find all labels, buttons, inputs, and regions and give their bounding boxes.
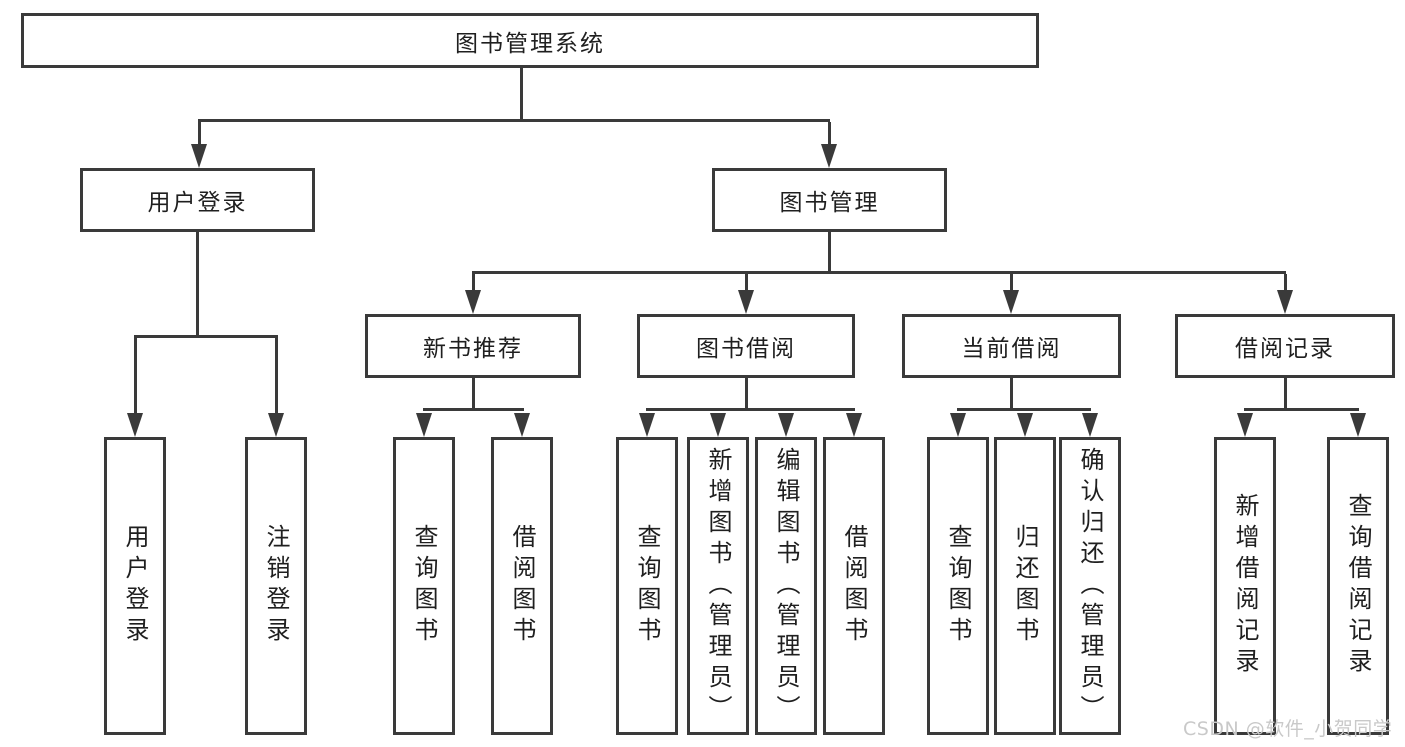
leaf-edit-books-admin: 编辑图书（管理员） [755, 437, 817, 735]
arrowhead-down-icon [639, 413, 655, 437]
arrowhead-down-icon [1350, 413, 1366, 437]
leaf-logout: 注销登录 [245, 437, 307, 735]
arrowhead-down-icon [710, 413, 726, 437]
node-label: 图书管理 [779, 190, 880, 216]
connector-vertical-line [745, 274, 748, 292]
leaf-confirm-return-admin: 确认归还（管理员） [1059, 437, 1121, 735]
connector-vertical-line [196, 232, 199, 336]
connector-horizontal-line [646, 408, 855, 411]
connector-horizontal-line [423, 408, 524, 411]
leaf-label: 查询图书 [944, 524, 972, 648]
node-library-management-system: 图书管理系统 [21, 13, 1039, 68]
leaf-add-borrow-record: 新增借阅记录 [1214, 437, 1276, 735]
node-book-borrowing: 图书借阅 [637, 314, 855, 378]
leaf-query-books: 查询图书 [616, 437, 678, 735]
arrowhead-down-icon [1003, 290, 1019, 314]
connector-vertical-line [745, 378, 748, 410]
arrowhead-down-icon [465, 290, 481, 314]
arrowhead-down-icon [191, 144, 207, 168]
leaf-label: 查询借阅记录 [1344, 493, 1372, 679]
leaf-label: 查询图书 [633, 524, 661, 648]
node-current-borrowing: 当前借阅 [902, 314, 1121, 378]
connector-vertical-line [275, 336, 278, 416]
node-label: 当前借阅 [961, 336, 1062, 362]
connector-vertical-line [1010, 274, 1013, 292]
connector-vertical-line [828, 122, 831, 146]
leaf-add-books-admin: 新增图书（管理员） [687, 437, 749, 735]
arrowhead-down-icon [1277, 290, 1293, 314]
leaf-return-books: 归还图书 [994, 437, 1056, 735]
leaf-query-borrow-record: 查询借阅记录 [1327, 437, 1389, 735]
leaf-label: 确认归还（管理员） [1076, 446, 1104, 726]
leaf-label: 新增借阅记录 [1231, 493, 1259, 679]
leaf-label: 新增图书（管理员） [704, 446, 732, 726]
connector-vertical-line [472, 274, 475, 292]
node-label: 用户登录 [147, 190, 248, 216]
connector-vertical-line [134, 336, 137, 416]
arrowhead-down-icon [268, 413, 284, 437]
node-label: 图书借阅 [696, 336, 796, 362]
leaf-label: 用户登录 [121, 524, 149, 648]
arrowhead-down-icon [1017, 413, 1033, 437]
connector-vertical-line [1010, 378, 1013, 410]
leaf-borrow-books: 借阅图书 [823, 437, 885, 735]
connector-horizontal-line [472, 271, 1286, 274]
connector-horizontal-line [957, 408, 1091, 411]
connector-horizontal-line [134, 335, 278, 338]
node-borrowing-records: 借阅记录 [1175, 314, 1395, 378]
arrowhead-down-icon [821, 144, 837, 168]
node-new-book-recommendation: 新书推荐 [365, 314, 581, 378]
connector-vertical-line [472, 378, 475, 410]
arrowhead-down-icon [127, 413, 143, 437]
leaf-label: 借阅图书 [840, 524, 868, 648]
node-label: 借阅记录 [1235, 336, 1335, 362]
connector-vertical-line [1284, 378, 1287, 410]
leaf-user-login: 用户登录 [104, 437, 166, 735]
connector-horizontal-line [1244, 408, 1359, 411]
connector-vertical-line [520, 68, 523, 119]
node-book-management: 图书管理 [712, 168, 947, 232]
leaf-label: 归还图书 [1011, 524, 1039, 648]
arrowhead-down-icon [1082, 413, 1098, 437]
leaf-label: 查询图书 [410, 524, 438, 648]
leaf-query-books: 查询图书 [393, 437, 455, 735]
connector-vertical-line [198, 122, 201, 146]
connector-vertical-line [1284, 274, 1287, 292]
connector-horizontal-line [198, 119, 830, 122]
node-label: 图书管理系统 [455, 30, 605, 57]
arrowhead-down-icon [416, 413, 432, 437]
arrowhead-down-icon [950, 413, 966, 437]
leaf-query-books: 查询图书 [927, 437, 989, 735]
arrowhead-down-icon [514, 413, 530, 437]
leaf-label: 借阅图书 [508, 524, 536, 648]
arrowhead-down-icon [1237, 413, 1253, 437]
arrowhead-down-icon [846, 413, 862, 437]
leaf-label: 注销登录 [262, 524, 290, 648]
node-label: 新书推荐 [423, 336, 523, 362]
arrowhead-down-icon [738, 290, 754, 314]
leaf-label: 编辑图书（管理员） [772, 446, 800, 726]
csdn-watermark: CSDN @软件_小贺同学 [1183, 718, 1393, 740]
connector-vertical-line [828, 232, 831, 274]
node-user-login: 用户登录 [80, 168, 315, 232]
arrowhead-down-icon [778, 413, 794, 437]
leaf-borrow-books: 借阅图书 [491, 437, 553, 735]
